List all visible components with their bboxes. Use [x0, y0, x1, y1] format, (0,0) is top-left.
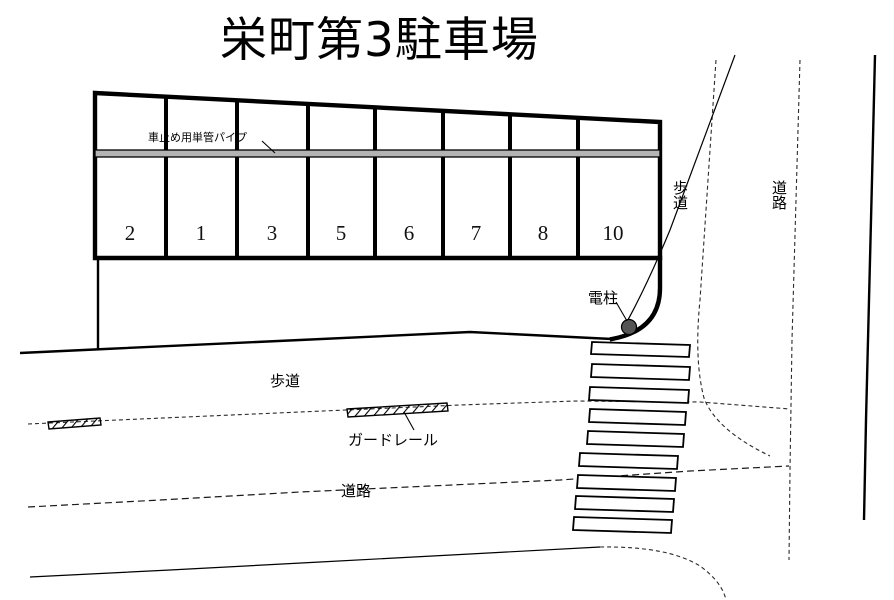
guardrail-label: ガードレール [348, 431, 438, 449]
stall-number-7: 8 [538, 221, 549, 245]
road-centre-dashed-right [788, 59, 801, 561]
stall-number-2: 1 [196, 221, 207, 245]
stripe-7 [576, 474, 677, 492]
stall-number-1: 2 [125, 221, 136, 245]
guardrail-main [346, 402, 449, 418]
stall-number-6: 7 [471, 221, 482, 245]
guardrail-baseline [27, 400, 791, 425]
stripe-2 [590, 363, 691, 381]
road-right-label: 道路 [770, 180, 788, 210]
utility-pole-label-leader [615, 301, 628, 322]
pipe-label-leader [261, 140, 276, 154]
angled-parking-stripes [572, 341, 691, 534]
stripe-3 [588, 386, 690, 404]
stall-number-8: 10 [603, 221, 624, 245]
road-corner-curve-lower [599, 546, 727, 600]
pipe-label: 車止め用単管パイプ [148, 130, 247, 144]
stripe-9 [572, 516, 673, 534]
page-title: 栄町第3駐車場 [220, 13, 539, 68]
guardrail-left [47, 417, 102, 430]
road-far-edge-lower [29, 546, 601, 578]
utility-pole-label: 電柱 [588, 289, 618, 307]
road-lower-label: 道路 [341, 482, 371, 500]
stripe-4 [588, 408, 687, 426]
upper-kerb-line [19, 330, 613, 355]
guardrail-label-leader [403, 411, 415, 431]
car-stopper-pipe [94, 149, 661, 158]
sidewalk-right-label: 歩道 [671, 180, 689, 210]
stripe-5 [586, 430, 685, 448]
stripe-6 [578, 452, 679, 470]
lot-corner-curve [609, 255, 663, 342]
kerb-curve-to-pole [623, 54, 736, 328]
stripe-1 [590, 341, 691, 358]
road-right-edge [862, 54, 877, 521]
sidewalk-right-dashed-edge [697, 59, 771, 457]
stall-number-4: 5 [336, 221, 347, 245]
parking-lot-grid: 車止め用単管パイプ 2 1 3 5 6 7 8 10 [92, 90, 663, 261]
sidewalk-lower-label: 歩道 [270, 372, 300, 390]
lot-outline [92, 90, 663, 261]
road-centre-dashed-lower [27, 465, 790, 508]
stall-number-3: 3 [267, 221, 278, 245]
utility-pole-marker [620, 318, 638, 336]
stripe-8 [574, 495, 675, 513]
stall-number-5: 6 [404, 221, 415, 245]
